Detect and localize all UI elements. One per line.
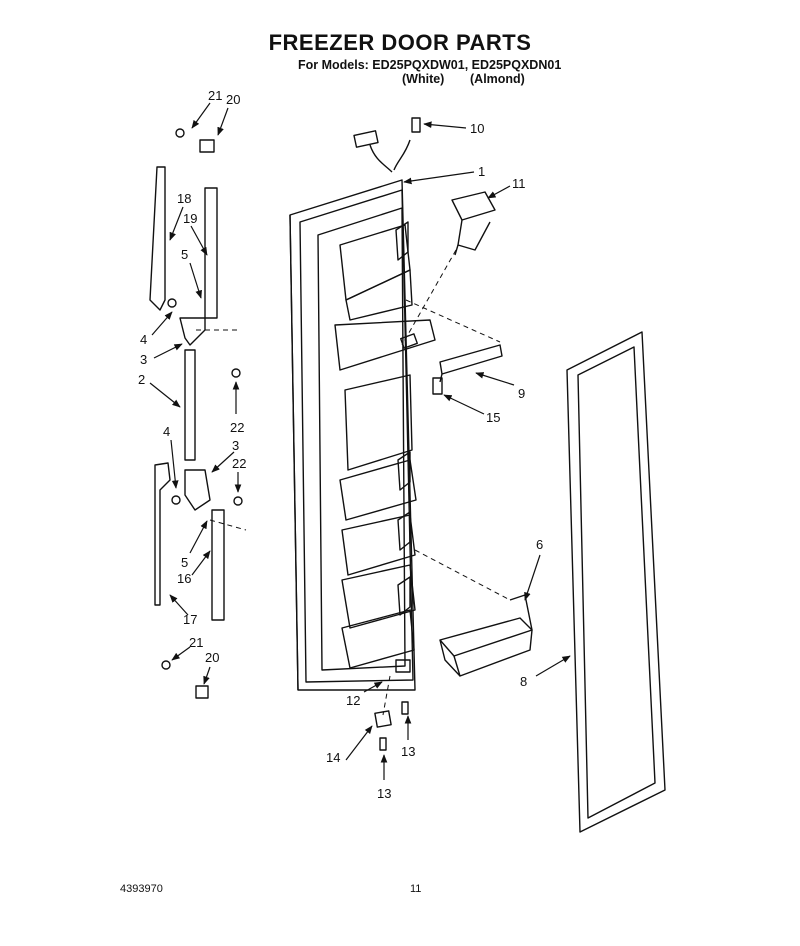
callout-8: 8 bbox=[520, 674, 527, 689]
hinge-parts bbox=[374, 659, 411, 751]
callout-13-lower: 13 bbox=[377, 786, 391, 801]
callout-22-lower: 22 bbox=[232, 456, 246, 471]
callout-20-lower: 20 bbox=[205, 650, 219, 665]
page-title: FREEZER DOOR PARTS bbox=[268, 30, 532, 55]
callout-19: 19 bbox=[183, 211, 197, 226]
callout-6: 6 bbox=[536, 537, 543, 552]
callout-1: 1 bbox=[478, 164, 485, 179]
shield-part bbox=[439, 344, 503, 383]
callout-3-lower: 3 bbox=[232, 438, 239, 453]
alignment-lines bbox=[196, 249, 511, 716]
page-number: 11 bbox=[410, 883, 422, 895]
chute-part bbox=[451, 191, 496, 256]
callout-16: 16 bbox=[177, 571, 191, 586]
freezer-door-part bbox=[289, 179, 436, 691]
door-bin-part bbox=[439, 594, 533, 677]
callout-3: 3 bbox=[140, 352, 147, 367]
callout-21: 21 bbox=[208, 88, 222, 103]
wire-harness-part bbox=[353, 117, 421, 173]
callout-10: 10 bbox=[470, 121, 484, 136]
models-line: For Models: ED25PQXDW01, ED25PQXDN01 bbox=[298, 58, 562, 72]
callout-20: 20 bbox=[226, 92, 240, 107]
variant-white: (White) bbox=[402, 72, 445, 86]
callout-12: 12 bbox=[346, 693, 360, 708]
leader-lines bbox=[149, 102, 571, 780]
clip-part bbox=[432, 377, 443, 395]
callout-11: 11 bbox=[512, 176, 526, 191]
callout-4-lower: 4 bbox=[163, 424, 170, 439]
screw-parts bbox=[161, 128, 243, 670]
callout-22: 22 bbox=[230, 420, 244, 435]
callout-14: 14 bbox=[326, 750, 340, 765]
callout-4: 4 bbox=[140, 332, 147, 347]
upper-handle-parts bbox=[149, 139, 218, 461]
callout-9: 9 bbox=[518, 386, 525, 401]
document-number: 4393970 bbox=[120, 883, 163, 895]
callout-2: 2 bbox=[138, 372, 145, 387]
lower-handle-parts bbox=[154, 462, 225, 699]
variant-almond: (Almond) bbox=[470, 72, 525, 86]
callout-21-lower: 21 bbox=[189, 635, 203, 650]
callout-5: 5 bbox=[181, 247, 188, 262]
callout-labels: 21 20 10 1 11 18 19 5 4 3 2 22 9 15 4 3 … bbox=[138, 88, 543, 801]
door-gasket-part bbox=[566, 331, 666, 833]
callout-17: 17 bbox=[183, 612, 197, 627]
callout-5-lower: 5 bbox=[181, 555, 188, 570]
callout-15: 15 bbox=[486, 410, 500, 425]
callout-18: 18 bbox=[177, 191, 191, 206]
callout-13: 13 bbox=[401, 744, 415, 759]
